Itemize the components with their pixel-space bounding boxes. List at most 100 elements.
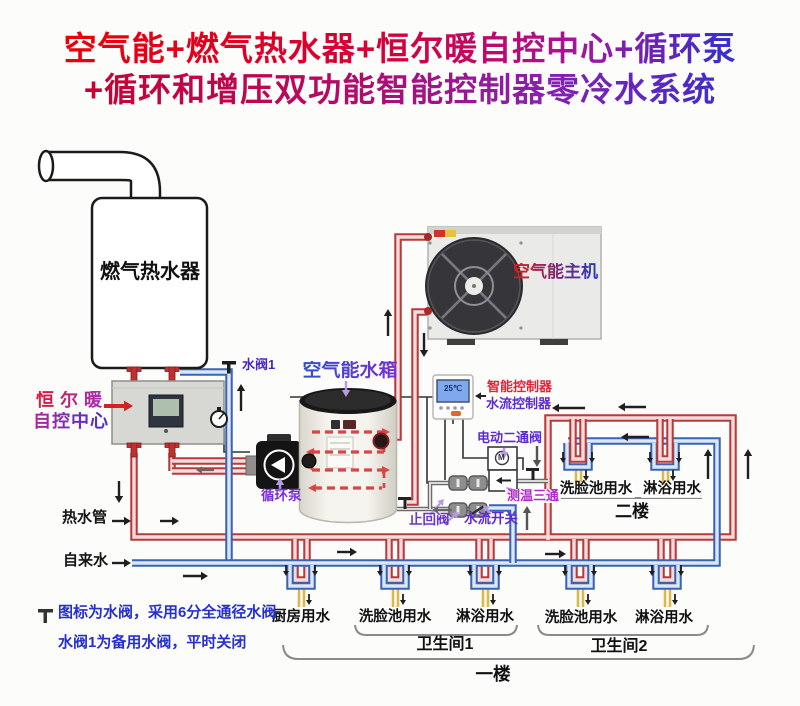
flow-arrow-head bbox=[275, 478, 285, 485]
motor-valve-label: 电动二通阀 bbox=[477, 430, 543, 445]
flow-arrow-head bbox=[743, 449, 753, 456]
tank-label: 空气能水箱 bbox=[302, 360, 398, 381]
flow-arrow-head bbox=[452, 512, 459, 519]
bracket bbox=[282, 644, 755, 660]
screw bbox=[519, 326, 523, 330]
valve1-icon bbox=[227, 364, 231, 374]
check-valve-slit bbox=[456, 479, 460, 487]
flow-arrow-head bbox=[560, 458, 566, 463]
flow-arrow-head bbox=[591, 571, 597, 576]
cold-water-pipe bbox=[380, 565, 410, 590]
tank-badge bbox=[343, 420, 356, 429]
wire bbox=[517, 457, 524, 470]
flow-arrow-head bbox=[467, 571, 473, 576]
floor2-label: 二楼 bbox=[615, 502, 649, 521]
valve1-label: 水阀1 bbox=[242, 357, 276, 372]
pipe-fitting bbox=[168, 366, 176, 382]
heat-pump-sticker bbox=[434, 230, 445, 237]
hot-pipe-label: 热水管 bbox=[62, 509, 108, 526]
control-screen bbox=[153, 399, 179, 416]
note-valve-icon bbox=[43, 612, 47, 623]
note-line1: 图标为水阀，采用6分全通径水阀 bbox=[58, 604, 277, 621]
flow-arrow-head bbox=[406, 571, 412, 576]
flow-arrow-head bbox=[670, 476, 676, 481]
pipe-fitting bbox=[130, 442, 138, 458]
screw bbox=[428, 326, 432, 330]
flow-arrow-head bbox=[124, 516, 131, 526]
bathroom2-label: 卫生间2 bbox=[590, 638, 648, 655]
flow-arrow-head bbox=[676, 458, 682, 463]
flow-arrow-head bbox=[522, 506, 532, 513]
tank-badge bbox=[331, 420, 340, 429]
flow-arrow-head bbox=[124, 400, 133, 412]
screw bbox=[519, 241, 523, 245]
bracket bbox=[354, 624, 518, 636]
thermostat-button-power bbox=[451, 411, 461, 416]
flow-arrow-head bbox=[114, 496, 124, 503]
floor1-basin1-label: 洗脸池用水 bbox=[358, 609, 432, 625]
heat-pump-top bbox=[428, 227, 601, 234]
flow-arrow-head bbox=[236, 384, 246, 391]
screw bbox=[428, 241, 432, 245]
coil-arrow bbox=[308, 484, 316, 492]
title-line2: +循环和增压双功能智能控制器零冷水系统 bbox=[0, 71, 800, 108]
thermostat-display: 25℃ bbox=[444, 384, 462, 393]
flow-arrow-head bbox=[172, 516, 179, 526]
note-valve-icon bbox=[38, 609, 53, 613]
flow-arrow-head bbox=[483, 505, 490, 512]
flow-arrow-head bbox=[306, 600, 312, 605]
flow-arrow-head bbox=[350, 547, 357, 557]
coil-arrow bbox=[382, 466, 390, 474]
gas-heater-label: 燃气热水器 bbox=[100, 261, 200, 283]
flow-arrow-head bbox=[618, 402, 625, 412]
flow-arrow-head bbox=[559, 549, 566, 559]
thermostat-button bbox=[439, 406, 443, 410]
flow-switch-label: 水流开关 bbox=[464, 511, 518, 526]
thermostat-button bbox=[446, 406, 450, 410]
flow-arrow-head bbox=[377, 571, 383, 576]
heat-pump-foot bbox=[540, 339, 568, 345]
valve-icon bbox=[531, 471, 535, 480]
floor2-shower-label: 淋浴用水 bbox=[641, 481, 703, 498]
cold-pipe-label: 自来水 bbox=[63, 552, 109, 569]
flow-arrow-head bbox=[647, 458, 653, 463]
flow-arrow-head bbox=[585, 600, 591, 605]
brand-label-line2: 自控中心 bbox=[33, 411, 109, 431]
flow-arrow-head bbox=[196, 466, 202, 474]
flow-arrow-head bbox=[475, 392, 481, 400]
check-valve-slit bbox=[456, 506, 460, 514]
flow-arrow-head bbox=[703, 449, 713, 456]
pipe-fitting bbox=[130, 366, 138, 382]
flow-arrow-head bbox=[532, 460, 542, 467]
check-valve-label: 止回阀 bbox=[409, 512, 450, 527]
valve1-icon bbox=[222, 361, 236, 365]
valve-icon bbox=[526, 468, 539, 471]
flow-arrow-head bbox=[678, 571, 684, 576]
tank-port-left bbox=[301, 453, 317, 469]
flow-arrow-head bbox=[283, 571, 289, 576]
cold-water-pipe bbox=[565, 565, 595, 590]
heat-pump-sticker bbox=[445, 230, 456, 237]
pump-label: 循环泵 bbox=[261, 488, 302, 503]
temp-tee-label: 测温三通 bbox=[505, 488, 562, 504]
flow-arrow-head bbox=[490, 600, 496, 605]
brand-label-line1: 恒尔暖 bbox=[36, 390, 108, 410]
pipe-joint bbox=[424, 307, 432, 315]
floor1-kitchen-label: 厨房用水 bbox=[272, 609, 330, 625]
title-line1: 空气能+燃气热水器+恒尔暖自控中心+循环泵 bbox=[0, 30, 800, 67]
cold-water-pipe bbox=[652, 565, 682, 590]
flow-arrow-head bbox=[312, 571, 318, 576]
cold-water-pipe bbox=[470, 565, 500, 590]
floor2-basin-label: 洗脸池用水 bbox=[557, 481, 635, 498]
tank-top-inner bbox=[305, 390, 391, 410]
flow-arrow-head bbox=[552, 403, 559, 413]
controller-label-line1: 智能控制器 bbox=[487, 379, 553, 394]
motor-valve-mark: M bbox=[498, 452, 505, 462]
flow-arrow-head bbox=[621, 432, 628, 442]
flow-arrow-head bbox=[499, 452, 509, 459]
heat-pump-foot bbox=[447, 339, 475, 345]
pump-circle bbox=[263, 449, 295, 481]
gauge-needle bbox=[218, 412, 225, 420]
